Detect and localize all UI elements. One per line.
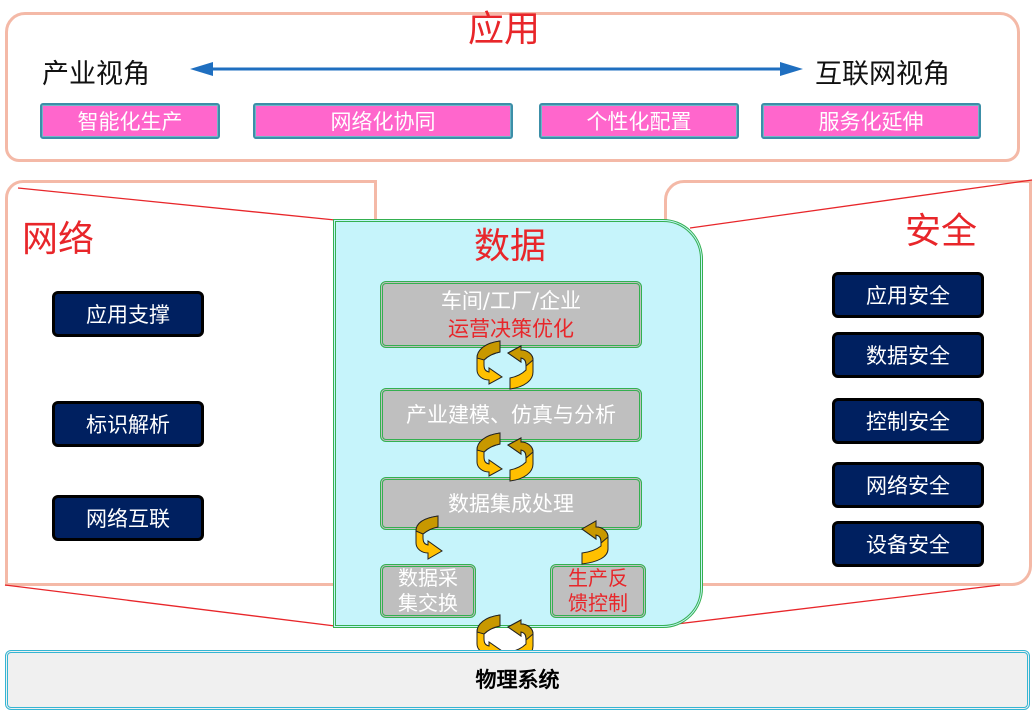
- data-collection-line1: 数据采: [398, 566, 458, 590]
- security-item-control[interactable]: 控制安全: [832, 398, 984, 444]
- operations-decision-box[interactable]: 车间/工厂/企业 运营决策优化: [380, 281, 642, 348]
- network-title: 网络: [22, 219, 95, 260]
- security-item-data[interactable]: 数据安全: [832, 332, 984, 378]
- network-item-application-support[interactable]: 应用支撑: [52, 291, 204, 337]
- modeling-simulation-box[interactable]: 产业建模、仿真与分析: [380, 388, 642, 442]
- app-item-service-extension[interactable]: 服务化延伸: [761, 103, 981, 139]
- security-item-network[interactable]: 网络安全: [832, 462, 984, 508]
- cycle-arrows-icon: [476, 340, 534, 390]
- data-collection-box[interactable]: 数据采 集交换: [380, 564, 476, 618]
- application-title: 应用: [468, 9, 541, 50]
- app-item-intelligent-production[interactable]: 智能化生产: [40, 103, 220, 139]
- security-item-application[interactable]: 应用安全: [832, 272, 984, 318]
- security-item-device[interactable]: 设备安全: [832, 521, 984, 567]
- production-feedback-line1: 生产反: [568, 566, 628, 590]
- physical-system-band: [5, 650, 1030, 710]
- network-item-identifier-resolution[interactable]: 标识解析: [52, 401, 204, 447]
- operations-decision-line2: 运营决策优化: [448, 316, 574, 341]
- app-item-networked-collaboration[interactable]: 网络化协同: [253, 103, 513, 139]
- security-title: 安全: [905, 211, 978, 252]
- industry-perspective-label: 产业视角: [42, 59, 150, 90]
- physical-system-label: 物理系统: [475, 668, 560, 692]
- data-title: 数据: [474, 226, 547, 267]
- security-bottom-line: [659, 584, 1001, 627]
- up-arrow-from-feedback-icon: [581, 520, 609, 565]
- down-arrow-to-collection-icon: [415, 515, 443, 560]
- operations-decision-line1: 车间/工厂/企业: [440, 288, 582, 313]
- internet-perspective-label: 互联网视角: [815, 59, 950, 90]
- production-feedback-box[interactable]: 生产反 馈控制: [550, 564, 646, 618]
- cycle-arrows-icon: [476, 614, 534, 664]
- network-item-interconnection[interactable]: 网络互联: [52, 495, 204, 541]
- data-collection-line2: 集交换: [398, 591, 458, 615]
- network-bottom-line: [4, 584, 336, 627]
- production-feedback-line2: 馈控制: [568, 591, 628, 615]
- cycle-arrows-icon: [476, 432, 534, 482]
- application-frame: [5, 12, 1020, 162]
- app-item-personalized-configuration[interactable]: 个性化配置: [539, 103, 739, 139]
